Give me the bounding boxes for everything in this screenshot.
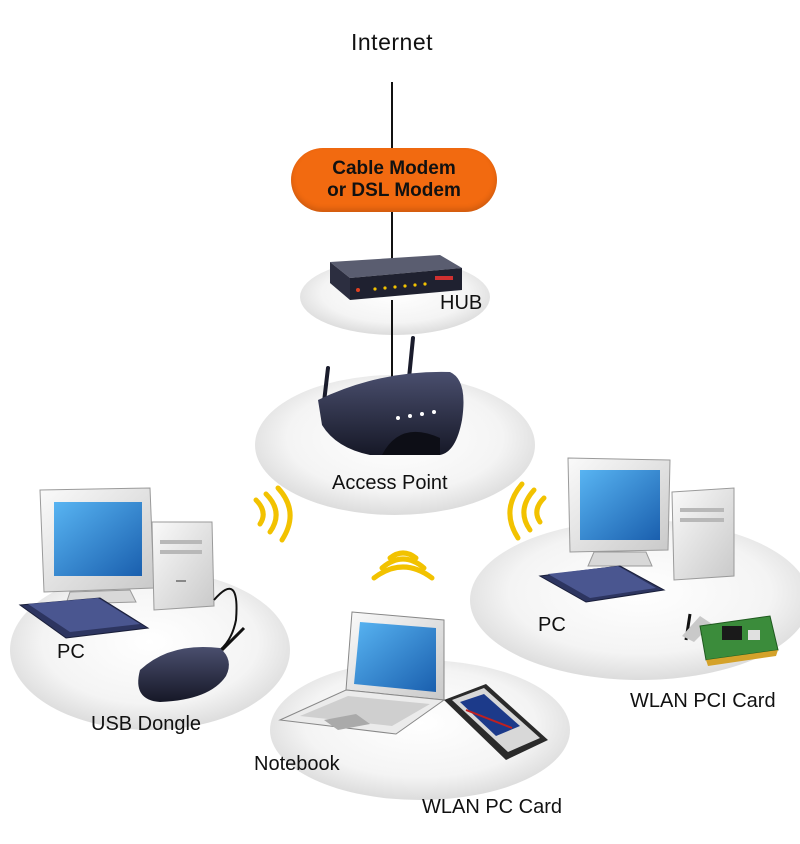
pc-left-label: PC <box>57 641 85 663</box>
notebook-device <box>278 611 446 735</box>
left-pc-platform <box>10 570 290 730</box>
wireless-signal-right <box>507 481 547 541</box>
modem-label-line2: or DSL Modem <box>327 180 461 201</box>
modem-node: Cable Modem or DSL Modem <box>291 148 497 212</box>
modem-label-line1: Cable Modem <box>332 158 456 179</box>
internet-label: Internet <box>351 29 433 55</box>
usb-dongle-device <box>138 626 246 702</box>
right-pc <box>538 457 735 603</box>
hub-device <box>330 255 462 300</box>
wlan-pci-card-device <box>682 613 779 666</box>
access-point-device <box>318 336 464 455</box>
wlan-pc-card-label: WLAN PC Card <box>422 796 563 818</box>
hub-label: HUB <box>440 292 483 314</box>
wireless-signal-center <box>371 550 435 581</box>
wireless-signal-left <box>253 485 293 543</box>
usb-dongle-label: USB Dongle <box>91 713 202 735</box>
notebook-label: Notebook <box>254 753 340 775</box>
access-point-label: Access Point <box>332 472 448 494</box>
wlan-pc-card-device <box>444 684 548 760</box>
wlan-pci-card-label: WLAN PCI Card <box>630 690 776 712</box>
left-pc <box>18 487 238 651</box>
pc-right-label: PC <box>538 614 566 636</box>
